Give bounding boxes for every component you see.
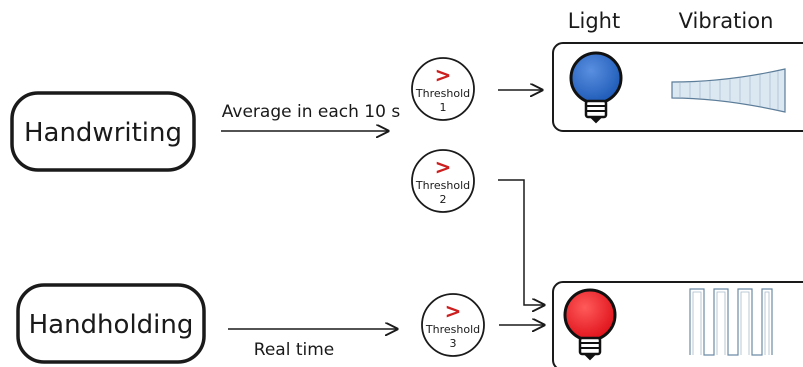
threshold-2-label: Threshold — [415, 179, 470, 192]
threshold-3-number: 3 — [450, 337, 457, 350]
greater-than-icon: > — [435, 155, 452, 179]
handholding-label: Handholding — [29, 310, 194, 340]
handwriting-box: Handwriting — [10, 91, 196, 172]
red-light-bulb-icon — [563, 288, 617, 361]
realtime-edge-label: Real time — [254, 340, 334, 360]
threshold-2-number: 2 — [440, 193, 447, 206]
threshold2-to-bottom-output-arrow — [498, 179, 544, 305]
vibration-column-header: Vibration — [679, 9, 774, 33]
top-output-panel — [552, 42, 803, 132]
threshold-node-3: > Threshold 3 — [421, 293, 485, 357]
blue-light-bulb-icon — [569, 51, 623, 124]
greater-than-icon: > — [445, 299, 462, 323]
average-edge-label: Average in each 10 s — [222, 102, 401, 122]
greater-than-icon: > — [435, 63, 452, 87]
pulse-vibration-waveform-icon — [689, 288, 773, 356]
threshold-node-1: > Threshold 1 — [411, 57, 475, 121]
handholding-box: Handholding — [16, 283, 206, 364]
threshold-1-label: Threshold — [415, 87, 470, 100]
light-column-header: Light — [568, 9, 620, 33]
ramp-vibration-waveform-icon — [671, 68, 786, 113]
threshold-node-2: > Threshold 2 — [411, 149, 475, 213]
threshold-1-number: 1 — [440, 101, 447, 114]
threshold-3-label: Threshold — [425, 323, 480, 336]
handwriting-label: Handwriting — [24, 118, 182, 148]
bottom-output-panel — [552, 281, 803, 367]
